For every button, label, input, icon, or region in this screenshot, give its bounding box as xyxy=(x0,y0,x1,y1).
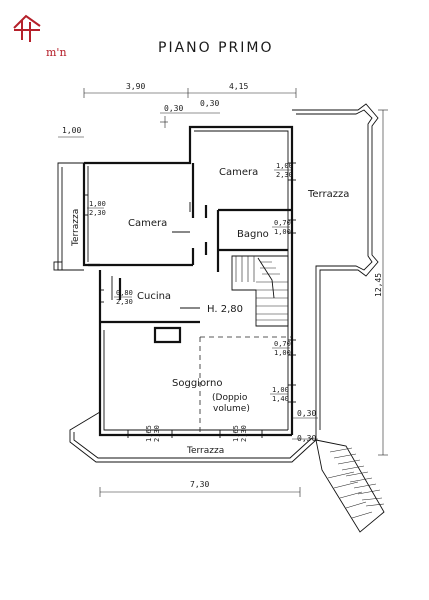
left-terrace: Terrazza xyxy=(53,162,84,271)
soggiorno-label: Soggiorno xyxy=(172,378,222,389)
win-cucina-b: 2,30 xyxy=(116,298,133,306)
internal-staircase xyxy=(231,255,289,327)
door-markers xyxy=(172,202,208,309)
terrazza-bottom-label: Terrazza xyxy=(186,446,224,456)
dim-0-30-b: 0,30 xyxy=(200,99,219,108)
side-030-dims: 0,30 0,30 xyxy=(292,409,318,443)
right-dimension-line: 12,45 xyxy=(374,109,388,456)
cucina-label: Cucina xyxy=(137,291,171,302)
win-cam-r-b: 2,30 xyxy=(276,171,293,179)
win-cam-l-b: 2,30 xyxy=(89,209,106,217)
external-staircase xyxy=(315,439,385,533)
win-cucina-a: 0,80 xyxy=(116,289,133,297)
logo: m'n xyxy=(13,14,67,59)
double-volume-lines xyxy=(199,336,292,435)
left-dimension-100: 1,00 xyxy=(58,126,84,138)
dim-0-30-c: 0,30 xyxy=(297,409,316,418)
interior-walls xyxy=(88,163,292,344)
win-bot1-a: 1,65 xyxy=(145,425,153,442)
win-sog1-a: 0,70 xyxy=(274,340,291,348)
top-dimension-line: 3,90 4,15 xyxy=(83,82,297,98)
terrazza-left-label: Terrazza xyxy=(71,209,81,247)
win-bagno-a: 0,70 xyxy=(274,219,291,227)
dim-7-30: 7,30 xyxy=(190,480,209,489)
win-bot2-b: 2,30 xyxy=(240,425,248,442)
page-title: PIANO PRIMO xyxy=(158,40,274,56)
window-marks xyxy=(84,162,296,438)
win-sog2-a: 1,00 xyxy=(272,386,289,394)
terrazza-right-label: Terrazza xyxy=(307,189,349,200)
height-label: H. 2,80 xyxy=(207,304,243,315)
camera-top-label: Camera xyxy=(219,167,258,178)
right-terrace: Terrazza xyxy=(292,103,379,430)
window-dimension-labels: 1,00 2,30 1,00 2,30 0,70 1,00 0,80 2,30 … xyxy=(87,162,293,442)
win-bagno-b: 1,00 xyxy=(274,228,291,236)
doppio-volume-line2: volume) xyxy=(213,404,250,414)
dim-4-15: 4,15 xyxy=(229,82,248,91)
win-bot1-b: 2,30 xyxy=(153,425,161,442)
win-sog2-b: 1,40 xyxy=(272,395,289,403)
camera-left-label: Camera xyxy=(128,218,167,229)
dim-1-00: 1,00 xyxy=(62,126,81,135)
bottom-terrace: Terrazza xyxy=(69,411,317,463)
top-030-dims: 0,30 0,30 xyxy=(160,99,220,128)
win-bot2-a: 1,65 xyxy=(232,425,240,442)
dim-3-90: 3,90 xyxy=(126,82,145,91)
win-cam-l-a: 1,00 xyxy=(89,200,106,208)
bagno-label: Bagno xyxy=(237,229,269,240)
bottom-dimension-line: 7,30 xyxy=(99,480,301,497)
logo-text: m'n xyxy=(46,46,67,59)
doppio-volume-line1: (Doppio xyxy=(212,393,248,403)
win-cam-r-a: 1,00 xyxy=(276,162,293,170)
win-sog1-b: 1,00 xyxy=(274,349,291,357)
dim-0-30-d: 0,30 xyxy=(297,434,316,443)
logo-roof-icon xyxy=(13,14,41,42)
dim-12-45: 12,45 xyxy=(374,273,383,297)
dim-0-30-a: 0,30 xyxy=(164,104,183,113)
